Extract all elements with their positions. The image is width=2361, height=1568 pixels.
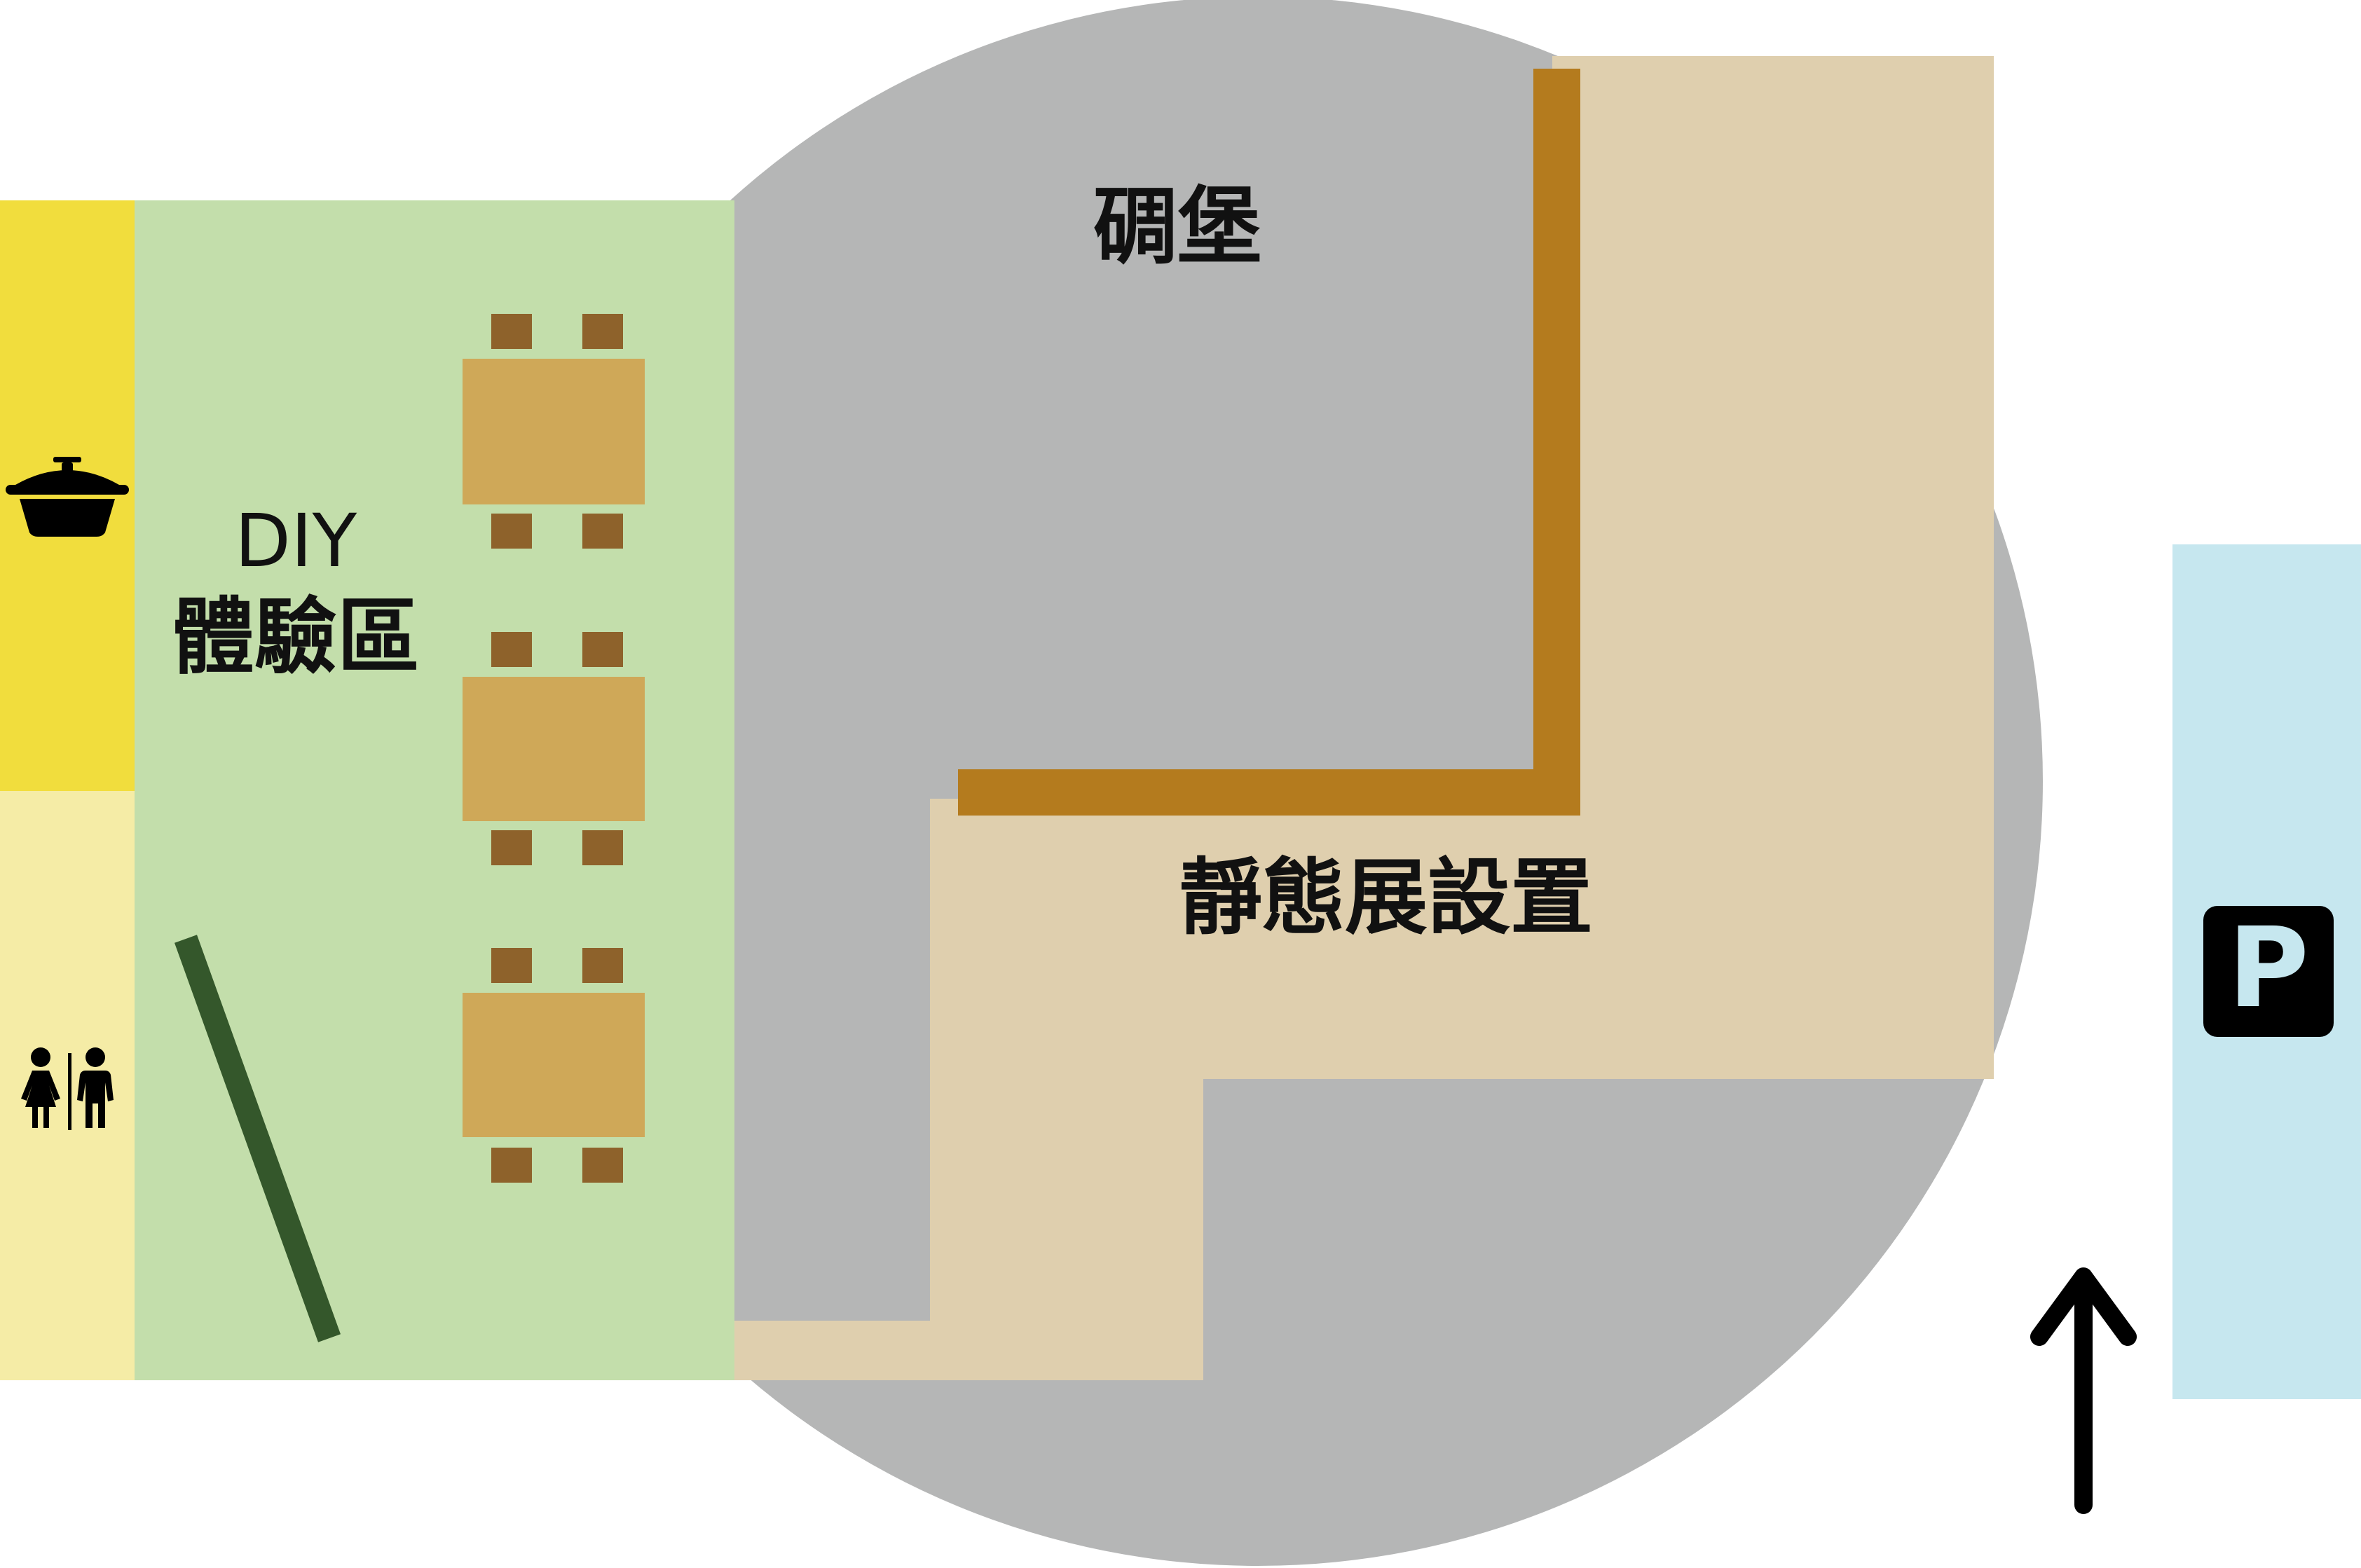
partition-line [174, 935, 341, 1342]
table [463, 993, 645, 1137]
chair [582, 514, 623, 549]
static-exhibit-label: 靜態展設置 [1179, 849, 1593, 946]
chair [491, 514, 532, 549]
bunker-wall-vertical [1533, 69, 1580, 816]
table-group-3 [463, 948, 645, 1183]
chair [491, 314, 532, 349]
diy-label-line2: 體驗區 [172, 589, 420, 685]
bunker-label: 碉堡 [1093, 179, 1261, 276]
parking-icon: P [2203, 904, 2334, 1037]
chair [582, 830, 623, 865]
chair [582, 632, 623, 667]
cooking-pot-icon [6, 457, 129, 537]
chair [582, 1148, 623, 1183]
chair [582, 314, 623, 349]
bunker-wall-horizontal [958, 769, 1580, 816]
restroom-area [0, 791, 135, 1380]
chair [491, 948, 532, 983]
diy-label-line1: DIY [235, 498, 357, 584]
chair [582, 948, 623, 983]
table-group-2 [463, 632, 645, 865]
kitchen-area [0, 200, 135, 791]
table [463, 677, 645, 821]
table [463, 359, 645, 504]
chair [491, 830, 532, 865]
table-group-1 [463, 314, 645, 549]
chair [491, 632, 532, 667]
restroom-icon [21, 1047, 114, 1130]
chair [491, 1148, 532, 1183]
parking-letter: P [2228, 904, 2309, 1033]
static-exhibit-area [734, 56, 1994, 1380]
arrow-up-icon [2030, 1267, 2137, 1514]
